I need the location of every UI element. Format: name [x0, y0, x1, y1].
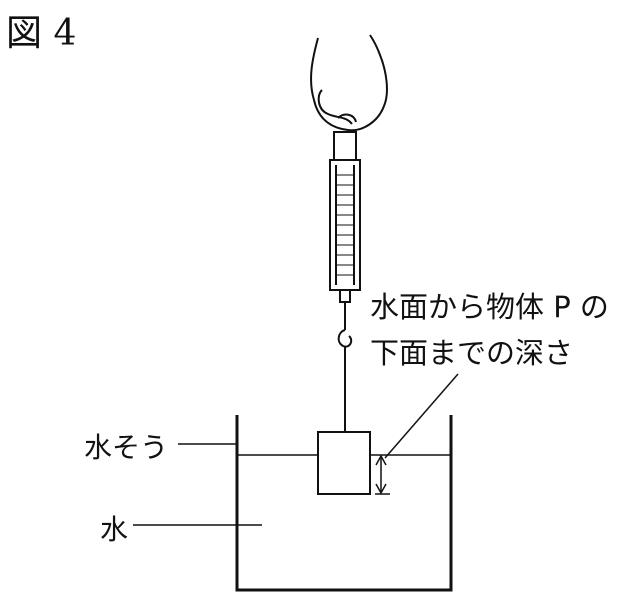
hook-icon [337, 329, 353, 348]
figure-title: 図 4 [6, 13, 77, 54]
depth-label-line1: 水面から物体 P の [370, 290, 609, 324]
water-label: 水 [100, 513, 129, 546]
spring-scale [329, 131, 361, 348]
water-tank [235, 415, 453, 592]
depth-label-line2: 下面までの深さ [370, 336, 574, 370]
tank-label: 水そう [84, 431, 169, 464]
object-p [317, 431, 371, 495]
depth-arrow [375, 454, 390, 495]
hand-icon [310, 34, 388, 132]
depth-leader-line [384, 373, 459, 459]
